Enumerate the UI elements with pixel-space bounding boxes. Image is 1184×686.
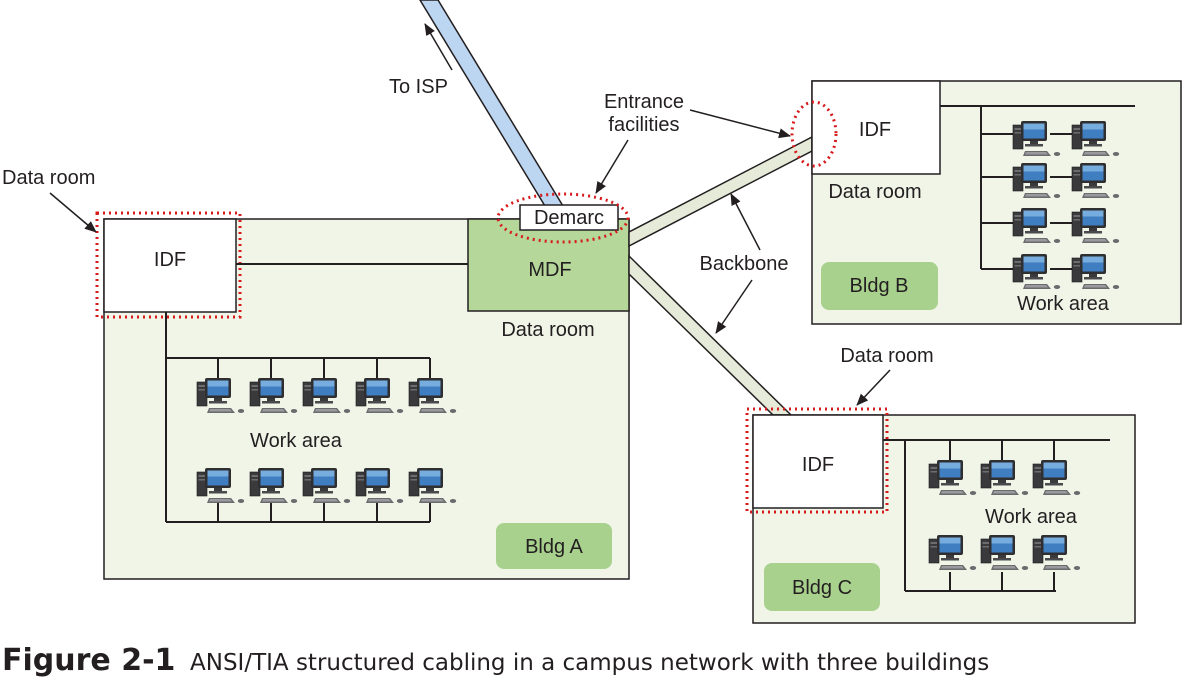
figure-number: Figure 2-1 (2, 643, 176, 678)
bldg-c-work-area-label: Work area (985, 506, 1078, 528)
entrance-facilities-label-line1: Entrance (604, 91, 684, 113)
isp-cable (419, 0, 565, 207)
bldg-c-label: Bldg C (792, 577, 852, 599)
bldg-b-idf-label: IDF (859, 119, 891, 141)
bldg-b-data-room-label: Data room (828, 181, 921, 203)
bldg-c-label-box (764, 563, 880, 611)
bldg-a-mdf-data-room-label: Data room (501, 319, 594, 341)
bldg-b-label: Bldg B (850, 275, 909, 297)
backbone-arrow-up (730, 193, 761, 251)
bldg-a-label-box (496, 523, 612, 569)
building-c: IDF Bldg C Work area (745, 407, 1136, 624)
building-b: IDF Data room Bldg B Work area (811, 80, 1182, 325)
to-isp-arrow (424, 23, 453, 71)
building-a: IDF MDF Data room Bldg A Work area (95, 211, 630, 580)
bldg-a-data-room-arrow (49, 192, 97, 233)
figure-title: ANSI/TIA structured cabling in a campus … (190, 650, 990, 676)
backbone-label: Backbone (700, 253, 789, 275)
bldg-a-idf (103, 218, 237, 313)
bldg-b-idf (811, 80, 941, 175)
backbone-cable-to-bldg-c (628, 254, 793, 416)
bldg-a-idf-label: IDF (154, 249, 186, 271)
bldg-c-data-room-arrow (856, 369, 891, 406)
bldg-a-work-area-label: Work area (250, 430, 343, 452)
bldg-c-idf-highlight (745, 407, 889, 514)
bldg-a-idf-highlight (95, 211, 242, 319)
demarc-box (519, 204, 619, 231)
bldg-c-idf-label: IDF (802, 454, 834, 476)
demarc-label: Demarc (534, 207, 604, 229)
bldg-b-work-area-label: Work area (1017, 293, 1110, 315)
bldg-c-horizontal-cabling (883, 439, 1110, 592)
to-isp-label: To ISP (389, 76, 448, 98)
bldg-a-horizontal-cabling (165, 312, 431, 523)
bldg-b-label-box (821, 262, 938, 310)
entrance-facilities-label-line2: facilities (608, 114, 679, 136)
mdf-label: MDF (528, 259, 571, 281)
bldg-a-label: Bldg A (525, 536, 583, 558)
bldg-a-idf-data-room-label: Data room (2, 167, 95, 189)
figure-caption: Figure 2-1 ANSI/TIA structured cabling i… (0, 640, 1184, 682)
entrance-facilities-highlight-a (496, 192, 630, 244)
bldg-c-idf (752, 414, 884, 509)
backbone-arrow-down (715, 279, 753, 334)
entrance-facilities-highlight-b (790, 100, 838, 168)
entrance-facilities-arrow-a (595, 139, 629, 194)
backbone-cable-to-bldg-b (628, 135, 813, 248)
entrance-facilities-arrow-b (689, 109, 791, 139)
bldg-b-horizontal-cabling (940, 105, 1135, 270)
bldg-c-data-room-label: Data room (840, 345, 933, 367)
